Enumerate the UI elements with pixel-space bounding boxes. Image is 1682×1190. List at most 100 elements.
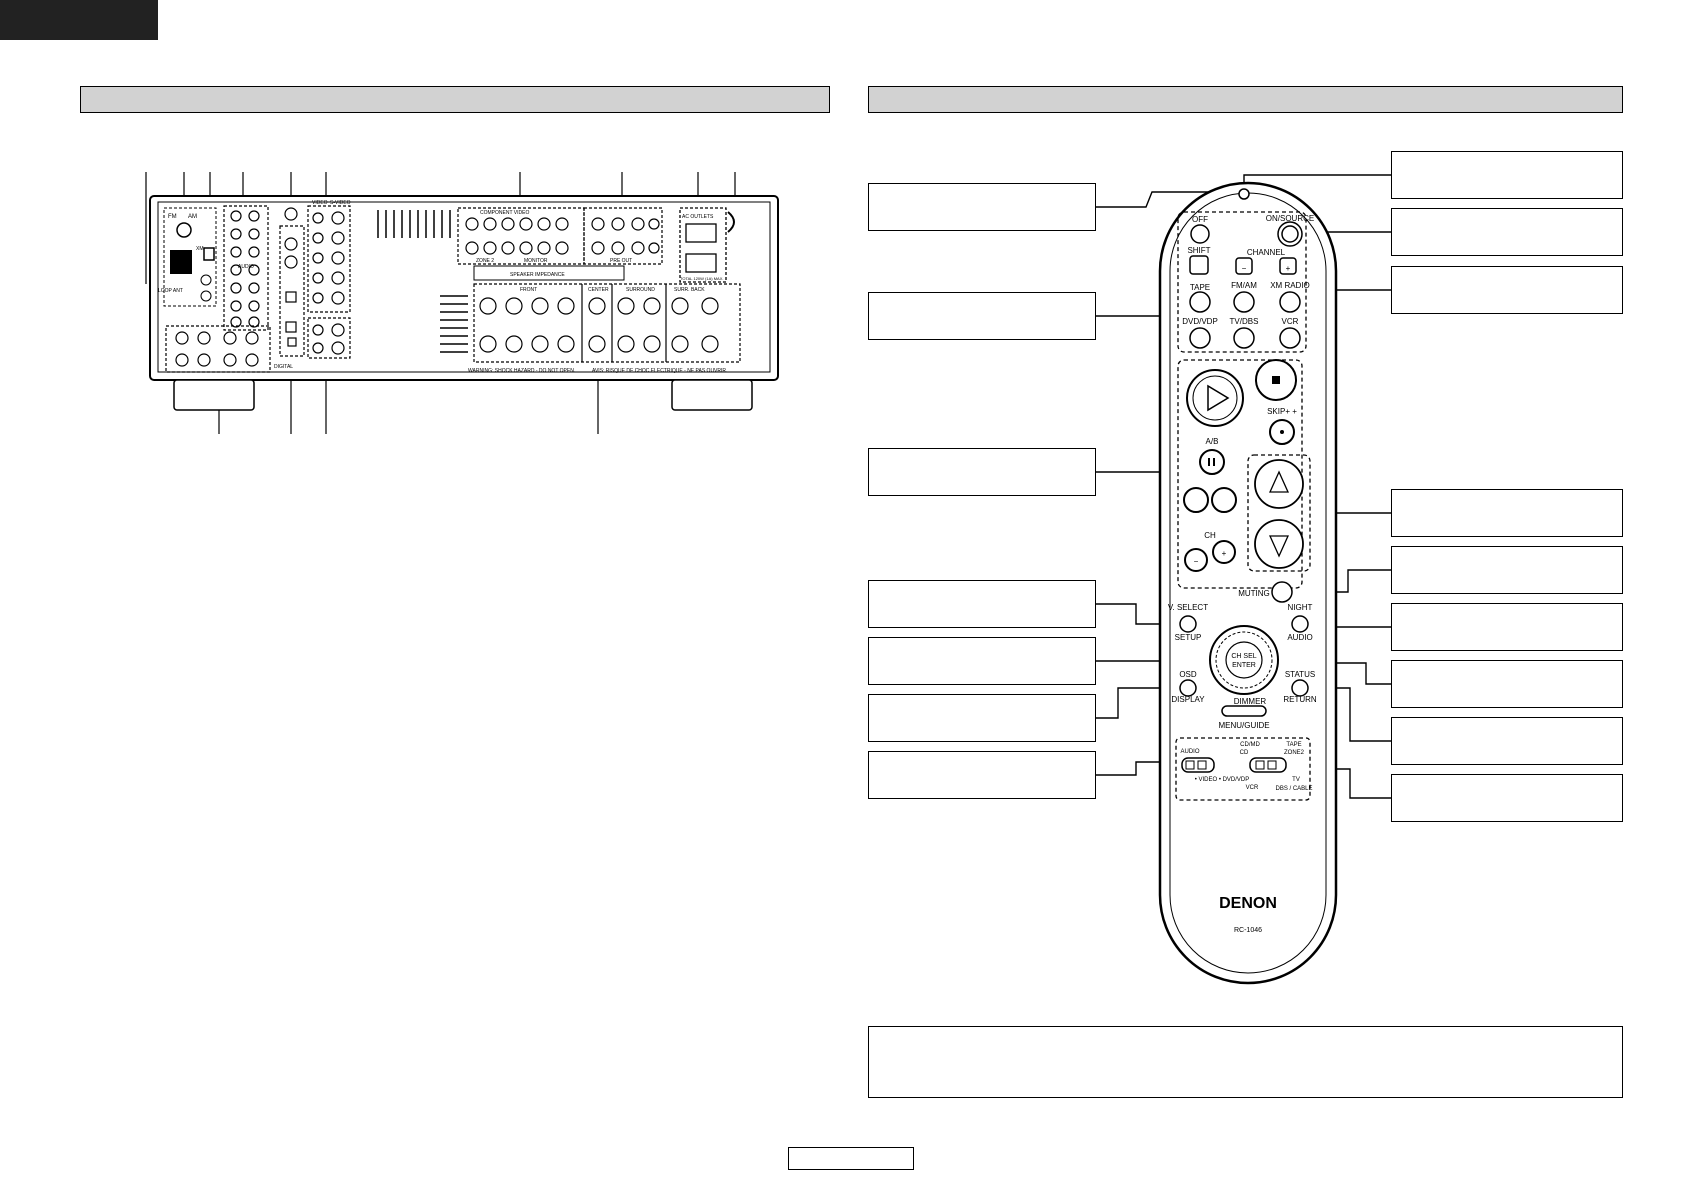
svg-text:ENTER: ENTER [1232,662,1256,669]
off-button [1190,224,1210,244]
svg-text:TAPE: TAPE [1190,283,1210,292]
ch-plus-button [1212,540,1236,564]
digital-jacks [279,207,305,357]
svg-text:SURR. BACK: SURR. BACK [674,287,705,293]
language-tab [0,0,158,40]
dimmer-menu-button [1221,705,1267,717]
svg-text:XM RADIO: XM RADIO [1270,281,1310,290]
stop-icon [1272,376,1280,384]
remote-control-section-header [868,86,1623,113]
svg-text:TV/DBS: TV/DBS [1230,317,1259,326]
foot-right [671,379,753,411]
fm-am-button [1233,291,1255,313]
ir-emitter [1238,188,1250,200]
svg-text:CD: CD [1240,750,1249,756]
svg-text:DISPLAY: DISPLAY [1171,695,1205,704]
remote-label-box [1391,208,1623,256]
multi-channel-jacks [165,325,271,373]
remote-label-box [1391,660,1623,708]
page-number-box [788,1147,914,1170]
fast-forward-button [1211,487,1237,513]
svg-text:CH SEL: CH SEL [1231,653,1256,660]
remote-label-box [1391,717,1623,765]
remote-label-box [1391,489,1623,537]
svg-text:−: − [1194,557,1199,566]
remote-label-box [868,292,1096,340]
svg-text:ZONE2: ZONE2 [1284,750,1305,756]
remote-label-box [868,637,1096,685]
svg-text:SPEAKER IMPEDANCE: SPEAKER IMPEDANCE [510,272,565,278]
svg-text:OFF: OFF [1192,215,1208,224]
svg-text:MUTING: MUTING [1238,589,1270,598]
play-icon [1207,384,1230,412]
model-number: RC-1046 [1234,927,1262,934]
osd-button [1179,679,1197,697]
svg-text:−: − [1242,264,1247,273]
svg-text:ZONE 2: ZONE 2 [476,258,494,264]
remote-label-box [1391,151,1623,199]
svg-text:RETURN: RETURN [1283,695,1317,704]
svg-text:SKIP+ +: SKIP+ + [1267,407,1297,416]
svg-text:AUDIO: AUDIO [1180,749,1199,755]
chassis [149,195,779,381]
status-button [1291,679,1309,697]
svg-text:SHIFT: SHIFT [1187,246,1210,255]
remote-control-diagram: OFF ON/SOURCE SHIFT CHANNEL − + TAPE FM/… [1096,174,1391,985]
pause-icon [1208,458,1210,466]
svg-text:FM: FM [168,214,177,220]
tv-dbs-button [1233,327,1255,349]
remote-label-box [1391,603,1623,651]
note-box [868,1026,1623,1098]
svg-text:AUDIO: AUDIO [1287,633,1312,642]
side-vents [440,295,468,353]
remote-label-box [868,694,1096,742]
vcr-button [1279,327,1301,349]
svg-text:CD/MD: CD/MD [1240,742,1260,748]
svg-text:VCR: VCR [1282,317,1299,326]
svg-text:TAPE: TAPE [1286,742,1301,748]
remote-label-box [1391,266,1623,314]
brand-logo: DENON [1219,895,1277,912]
remote-label-box [868,751,1096,799]
svg-text:FRONT: FRONT [520,287,537,293]
pre-out-jacks [583,207,663,265]
remote-label-box [1391,546,1623,594]
speaker-terminals [473,283,741,363]
tape-button [1189,291,1211,313]
svg-text:SETUP: SETUP [1175,633,1202,642]
pause-button [1199,449,1225,475]
muting-button [1271,581,1293,603]
svg-text:DIGITAL: DIGITAL [274,364,293,370]
svg-text:LOOP ANT: LOOP ANT [158,288,183,294]
svg-text:NIGHT: NIGHT [1288,603,1313,612]
volume-down-icon [1268,535,1290,558]
rewind-button [1183,487,1209,513]
svg-text:VIDEO: VIDEO [312,200,328,206]
svg-text:FM/AM: FM/AM [1231,281,1257,290]
enter-button [1225,641,1263,679]
svg-text:SURROUND: SURROUND [626,287,655,293]
svg-text:+: + [1222,549,1227,558]
svg-text:DVD/VDP: DVD/VDP [1182,317,1218,326]
svg-text:+: + [1286,264,1291,273]
svg-text:AM: AM [188,214,197,220]
svg-text:VCR: VCR [1246,785,1259,791]
volume-up-button [1254,459,1304,509]
svg-text:• VIDEO • DVD/VDP: • VIDEO • DVD/VDP [1195,777,1250,783]
foot-left [173,379,255,411]
volume-down-button [1254,519,1304,569]
svg-text:ON/SOURCE: ON/SOURCE [1266,214,1314,223]
rear-panel-section-header [80,86,830,113]
remote-label-box [868,183,1096,231]
channel-plus-button [1279,257,1297,275]
video-jacks [307,205,351,359]
remote-label-box [1391,774,1623,822]
svg-text:DBS / CABLE: DBS / CABLE [1275,786,1312,792]
volume-up-icon [1268,470,1290,493]
xm-radio-button [1279,291,1301,313]
svg-text:A/B: A/B [1206,437,1219,446]
audio-jacks [223,205,269,331]
svg-text:S-VIDEO: S-VIDEO [330,200,351,206]
svg-text:AUDIO: AUDIO [238,264,254,270]
channel-minus-button [1235,257,1253,275]
